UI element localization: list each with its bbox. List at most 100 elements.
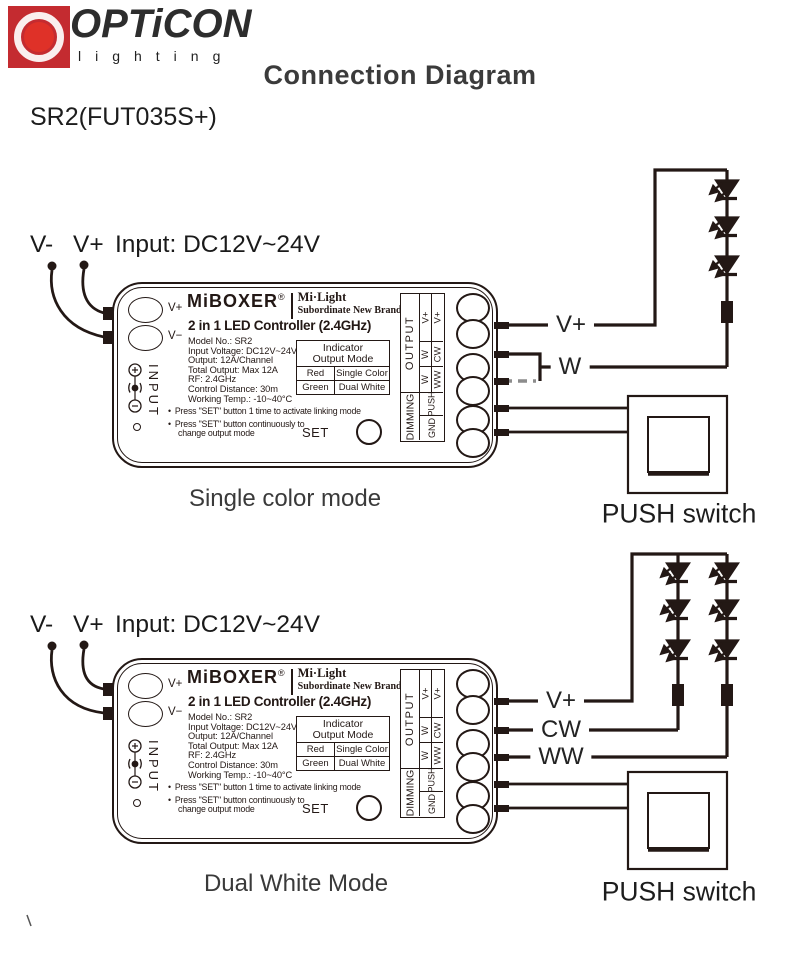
miboxer-logo-text: MiBOXER bbox=[187, 291, 279, 311]
product-title: 2 in 1 LED Controller (2.4GHz) bbox=[188, 694, 372, 709]
bullet-1: •Press "SET" button 1 time to activate l… bbox=[168, 782, 361, 793]
d2-input-vminus: V- bbox=[30, 611, 54, 638]
dimming-section-cell: DIMMING bbox=[401, 769, 420, 816]
indicator-row-red: Red Single Color bbox=[297, 743, 389, 756]
opticon-logo bbox=[8, 6, 70, 68]
logo-ring-icon bbox=[14, 12, 64, 62]
spec-line: Model No.: SR2 bbox=[188, 336, 253, 346]
input-terminal-vplus bbox=[128, 673, 163, 699]
indicator-color-red: Red bbox=[297, 743, 335, 756]
output-label: OUTPUT bbox=[404, 315, 417, 371]
d1-wire-label-vplus: V+ bbox=[547, 311, 595, 339]
d1-push-switch-label: PUSH switch bbox=[601, 498, 757, 529]
terminal-w-b-cell: W bbox=[420, 743, 432, 769]
wire-slot-w-cw bbox=[494, 726, 509, 734]
input-terminal-vplus-label: V+ bbox=[168, 678, 183, 690]
input-terminal-vminus-label: V− bbox=[168, 330, 183, 342]
indicator-row-green: Green Dual White bbox=[297, 380, 389, 394]
terminal-label-table: OUTPUT DIMMING V+ V+ W CW W WW PUSH GND bbox=[400, 293, 445, 442]
opticon-lighting-text: lighting bbox=[78, 48, 235, 64]
set-button[interactable] bbox=[356, 419, 382, 445]
terminal-cw-label: CW bbox=[432, 346, 444, 362]
subbrand-divider bbox=[290, 669, 293, 695]
controller-inner-panel bbox=[117, 287, 493, 463]
terminal-cw-cell: CW bbox=[432, 718, 443, 743]
controller-inner-panel bbox=[117, 663, 493, 839]
subbrand-line1: Mi·Light bbox=[297, 290, 347, 304]
input-terminal-vplus-label: V+ bbox=[168, 302, 183, 314]
d1-input-voltage: Input: DC12V~24V bbox=[115, 231, 320, 258]
bullet-marker: • bbox=[168, 418, 171, 429]
registered-mark: ® bbox=[278, 292, 286, 302]
bullet-2: •Press "SET" button continuously to bbox=[168, 418, 361, 430]
mode-single-color: Single Color bbox=[336, 368, 388, 379]
led-controller-single-color: V+ V− INPUT MiBOXER® Mi·Light Subordinat… bbox=[103, 282, 509, 468]
spec-line: Total Output: Max 12A bbox=[188, 740, 278, 751]
terminal-cw-label: CW bbox=[432, 722, 444, 738]
wire-slot-push bbox=[494, 404, 509, 412]
screw-terminal-2 bbox=[456, 319, 490, 349]
bullet-marker: • bbox=[168, 794, 171, 805]
subbrand-line2: Subordinate New Brand bbox=[297, 680, 402, 692]
terminal-push-label: PUSH bbox=[426, 767, 437, 793]
mode-single-color: Single Color bbox=[336, 744, 388, 755]
spec-line: Working Temp.: -10~40°C bbox=[188, 393, 293, 404]
terminal-label-table: OUTPUT DIMMING V+ V+ W CW W WW PUSH GND bbox=[400, 669, 445, 818]
terminal-w-a-cell: W bbox=[420, 718, 432, 743]
subbrand-block: Mi·Light Subordinate New Brand bbox=[297, 666, 402, 692]
terminal-vplus-a-label: V+ bbox=[420, 687, 432, 700]
terminal-gnd-cell: GND bbox=[420, 792, 443, 816]
terminal-vplus-b-cell: V+ bbox=[432, 294, 443, 342]
d2-push-switch-label: PUSH switch bbox=[601, 876, 757, 907]
indicator-color-red: Red bbox=[297, 367, 335, 380]
terminal-w-a-label: W bbox=[420, 349, 431, 359]
bullet-2-text: Press "SET" button continuously to bbox=[174, 794, 305, 805]
wire-slot-vplus bbox=[494, 697, 509, 705]
logo-disc-icon bbox=[24, 22, 54, 52]
opticon-brand-text: OPTiCON bbox=[70, 2, 252, 46]
spec-line: Total Output: Max 12A bbox=[188, 364, 278, 375]
terminal-w-b-label: W bbox=[420, 375, 431, 384]
bullet-marker: • bbox=[168, 406, 171, 416]
indicator-color-green: Green bbox=[297, 381, 335, 394]
indicator-header-line1: Indicator bbox=[322, 718, 364, 730]
terminal-cw-cell: CW bbox=[432, 342, 443, 367]
d2-wire-label-cw: CW bbox=[533, 716, 589, 744]
set-button-label: SET bbox=[302, 425, 329, 440]
bullet-1: •Press "SET" button 1 time to activate l… bbox=[168, 406, 361, 417]
terminal-ww-cell: WW bbox=[432, 743, 443, 769]
terminal-w-a-label: W bbox=[420, 725, 431, 735]
set-button-label: SET bbox=[302, 801, 329, 816]
stray-mark bbox=[26, 914, 32, 927]
wire-slot-vplus bbox=[494, 321, 509, 329]
model-number: SR2(FUT035S+) bbox=[30, 103, 217, 131]
bullet-2-text: Press "SET" button continuously to bbox=[174, 418, 305, 429]
mode-dual-white: Dual White bbox=[338, 382, 386, 393]
d2-wire-label-vplus: V+ bbox=[537, 687, 585, 715]
dimming-section-cell: DIMMING bbox=[401, 393, 420, 440]
screw-terminal-6 bbox=[456, 804, 490, 834]
led-controller-dual-white: V+ V− INPUT MiBOXER® Mi·Light Subordinat… bbox=[103, 658, 509, 844]
terminal-gnd-label: GND bbox=[426, 418, 437, 438]
indicator-table-header: Indicator Output Mode bbox=[297, 341, 389, 367]
wire-slot-w-cw bbox=[494, 350, 509, 358]
terminal-push-cell: PUSH bbox=[420, 391, 443, 417]
registered-mark: ® bbox=[278, 668, 286, 678]
terminal-vplus-a-cell: V+ bbox=[420, 670, 432, 718]
indicator-led bbox=[133, 799, 141, 807]
terminal-vplus-a-cell: V+ bbox=[420, 294, 432, 342]
miboxer-logo: MiBOXER® bbox=[187, 291, 286, 312]
polarity-symbols-icon bbox=[128, 739, 142, 789]
input-terminal-vplus bbox=[128, 297, 163, 323]
set-button[interactable] bbox=[356, 795, 382, 821]
mode-dual-white: Dual White bbox=[338, 758, 386, 769]
input-section-label: INPUT bbox=[146, 364, 161, 418]
indicator-header-line2: Output Mode bbox=[312, 352, 374, 365]
terminal-w-a-cell: W bbox=[420, 342, 432, 367]
indicator-row-red: Red Single Color bbox=[297, 367, 389, 380]
output-label: OUTPUT bbox=[404, 691, 417, 747]
terminal-ww-label: WW bbox=[432, 370, 443, 389]
screw-terminal-4 bbox=[456, 376, 490, 406]
subbrand-block: Mi·Light Subordinate New Brand bbox=[297, 290, 402, 316]
